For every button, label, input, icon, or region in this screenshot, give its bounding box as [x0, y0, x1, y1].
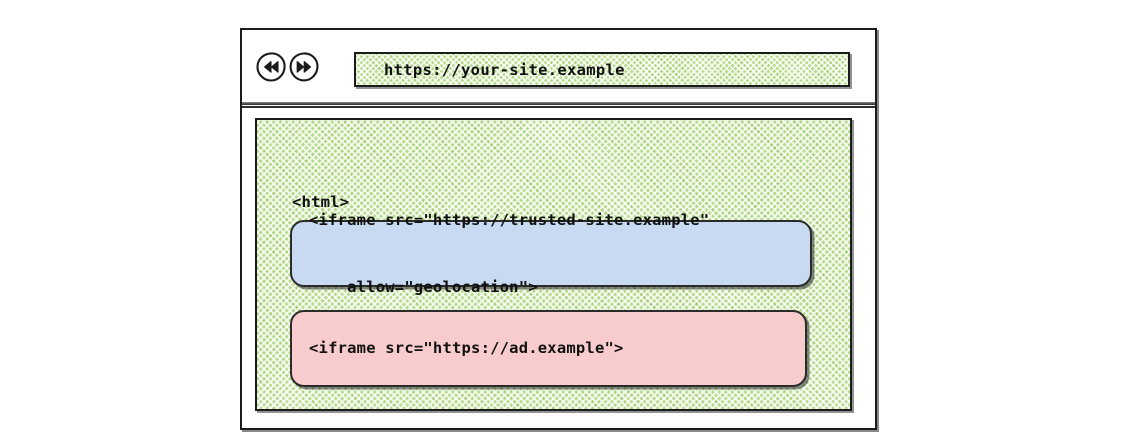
rewind-back-icon[interactable] — [255, 51, 287, 83]
address-bar[interactable]: https://your-site.example — [354, 52, 850, 87]
toolbar-divider-shadow — [242, 106, 875, 108]
fast-forward-icon[interactable] — [288, 51, 320, 83]
iframe-ad-site[interactable]: <iframe src="https://ad.example"> — [290, 310, 807, 387]
page-document-frame: <html> // your-site.example code <iframe… — [255, 118, 852, 411]
iframe-ad-code: <iframe src="https://ad.example"> — [292, 292, 624, 404]
browser-window: https://your-site.example <html> // your… — [240, 28, 877, 430]
code-line: allow="geolocation"> — [309, 277, 538, 296]
code-line: <iframe src="https://trusted-site.exampl… — [309, 210, 710, 229]
iframe-trusted-site[interactable]: <iframe src="https://trusted-site.exampl… — [290, 211, 812, 296]
navigation-buttons — [255, 51, 320, 83]
browser-toolbar: https://your-site.example — [242, 30, 875, 102]
code-line: <html> — [292, 192, 350, 211]
iframe-trusted-code: <iframe src="https://trusted-site.exampl… — [292, 164, 709, 344]
address-bar-value: https://your-site.example — [384, 60, 625, 79]
toolbar-divider — [242, 102, 875, 105]
code-line: <iframe src="https://ad.example"> — [309, 339, 624, 358]
